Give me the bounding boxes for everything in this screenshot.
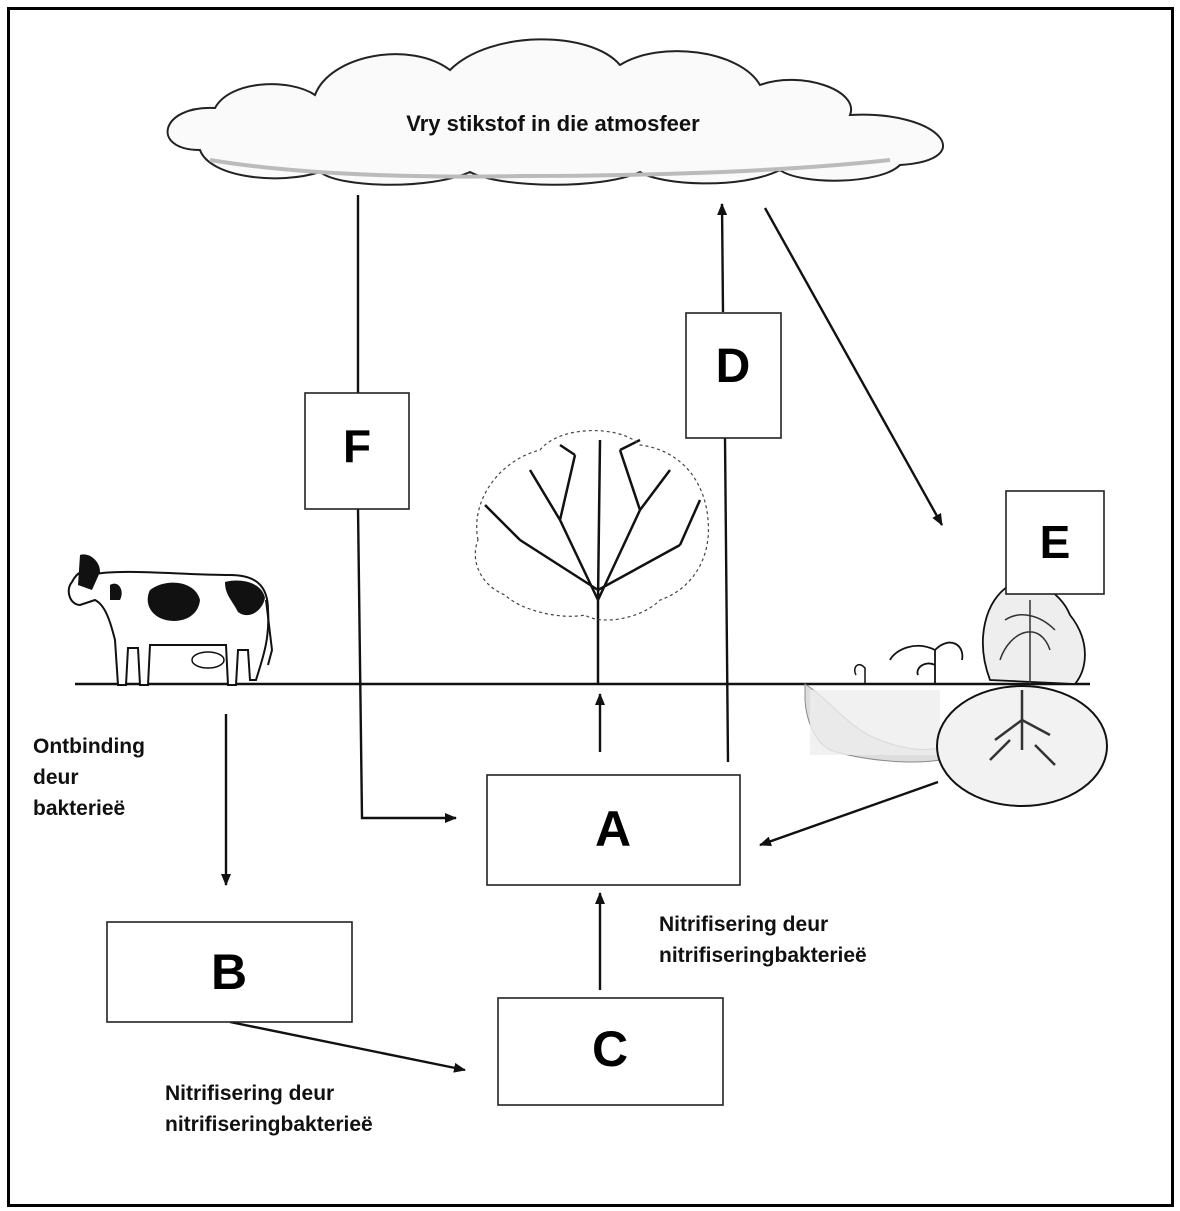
atmosphere-cloud: Vry stikstof in die atmosfeer bbox=[166, 38, 945, 186]
box-F-label: F bbox=[343, 420, 371, 472]
box-D-label: D bbox=[716, 340, 751, 393]
box-C-label: C bbox=[592, 1021, 628, 1077]
nitrification-bottom-line-1: Nitrifisering deur bbox=[165, 1082, 334, 1105]
legume-plants-illustration bbox=[804, 580, 1108, 807]
cow-illustration bbox=[67, 554, 274, 686]
box-D: D bbox=[685, 312, 782, 439]
box-E-label: E bbox=[1040, 516, 1071, 568]
box-B-label: B bbox=[211, 944, 247, 1000]
decomposition-line-1: Ontbinding bbox=[33, 735, 145, 758]
arrows bbox=[221, 195, 944, 1073]
cloud-label: Vry stikstof in die atmosfeer bbox=[406, 111, 700, 136]
nitrification-bottom-line-2: nitrifiseringbakterieë bbox=[165, 1113, 373, 1136]
decomposition-label: Ontbinding deur bakterieë bbox=[33, 735, 145, 820]
arrow-atmosphere-to-plants bbox=[763, 207, 944, 526]
decomposition-line-3: bakterieë bbox=[33, 797, 125, 820]
box-B: B bbox=[106, 921, 353, 1023]
arrow-B-to-C bbox=[229, 1020, 466, 1073]
tree-illustration bbox=[474, 429, 710, 684]
arrow-A-to-atmosphere-via-D bbox=[722, 204, 728, 763]
box-E: E bbox=[1005, 490, 1105, 595]
box-C: C bbox=[497, 997, 724, 1106]
decomposition-line-2: deur bbox=[33, 766, 79, 789]
box-A-label: A bbox=[595, 801, 631, 857]
box-A: A bbox=[486, 774, 741, 886]
box-F: F bbox=[304, 392, 410, 510]
arrow-atmosphere-to-A-via-F bbox=[356, 195, 456, 818]
nitrification-label-right: Nitrifisering deur nitrifiseringbakterie… bbox=[659, 913, 867, 967]
nitrification-right-line-2: nitrifiseringbakterieë bbox=[659, 944, 867, 967]
nitrification-label-bottom: Nitrifisering deur nitrifiseringbakterie… bbox=[165, 1082, 373, 1136]
arrow-nodules-to-A bbox=[759, 780, 939, 847]
nitrification-right-line-1: Nitrifisering deur bbox=[659, 913, 828, 936]
